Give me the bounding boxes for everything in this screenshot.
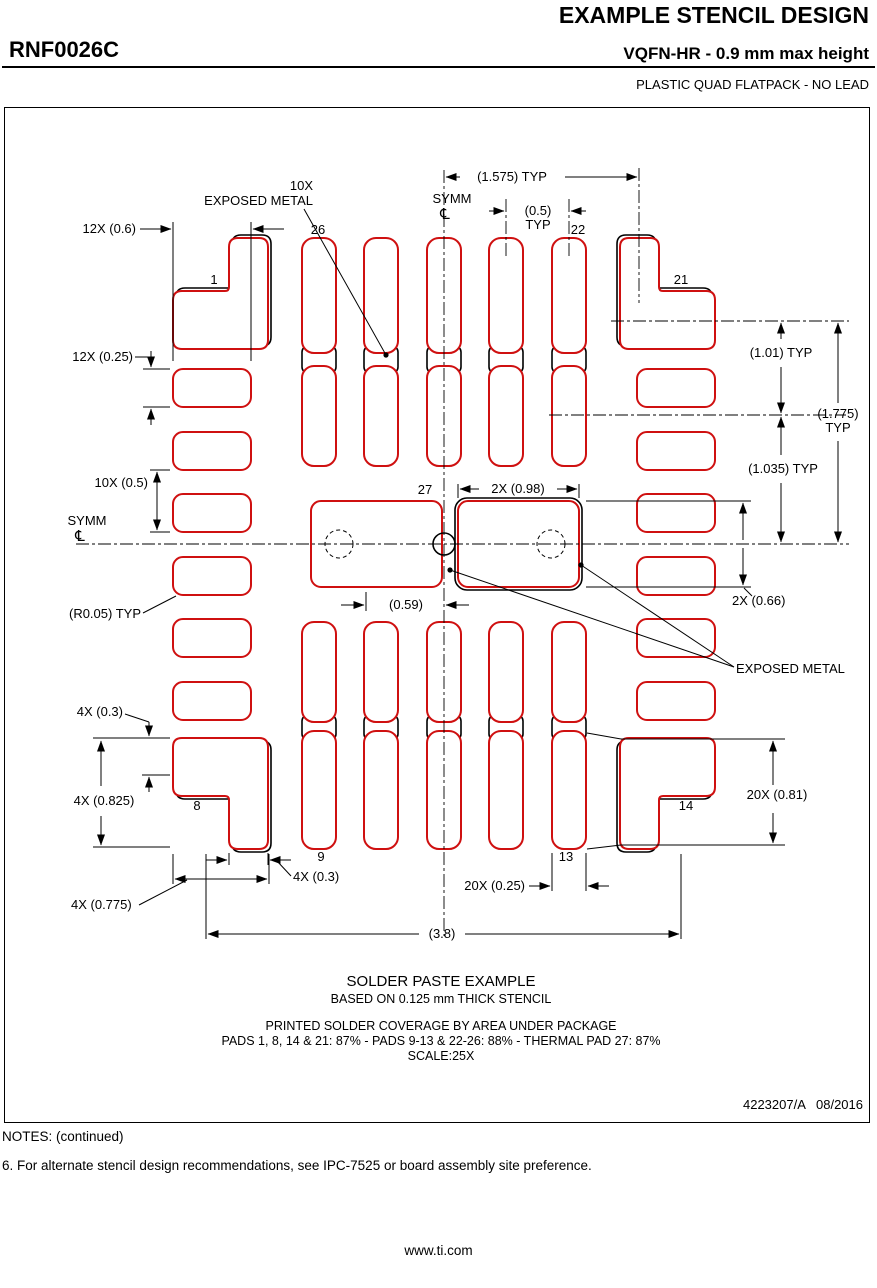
dim-05-label: (0.5) — [525, 203, 552, 218]
pad-26-number: 26 — [311, 222, 325, 237]
caption-line1: BASED ON 0.125 mm THICK STENCIL — [331, 992, 552, 1006]
dim-10x-05-label: 10X (0.5) — [95, 475, 148, 490]
pad-8-corner — [172, 737, 269, 850]
dim-1035-label: (1.035) TYP — [748, 461, 818, 476]
caption-title: SOLDER PASTE EXAMPLE — [347, 973, 536, 990]
exposed-metal-10x-count: 10X — [290, 178, 313, 193]
caption-line3: PADS 1, 8, 14 & 21: 87% - PADS 9-13 & 22… — [221, 1034, 660, 1048]
centerlines — [76, 168, 849, 936]
page-title: EXAMPLE STENCIL DESIGN — [558, 2, 869, 28]
dimensions — [93, 173, 842, 939]
side-pads-right — [636, 368, 716, 721]
ti-website-link[interactable]: www.ti.com — [404, 1243, 473, 1258]
symm-left-label: SYMM — [68, 513, 107, 528]
dim-12x-06-label: 12X (0.6) — [83, 221, 136, 236]
pad-13-number: 13 — [559, 849, 573, 864]
pad-1-number: 1 — [210, 272, 217, 287]
package-subtitle: VQFN-HR - 0.9 mm max height — [623, 44, 869, 63]
dim-059-label: (0.59) — [389, 597, 423, 612]
pad-22-number: 22 — [571, 222, 585, 237]
note-6: 6. For alternate stencil design recommen… — [2, 1158, 592, 1173]
bottom-pads — [301, 621, 587, 850]
dim-4x-0775-label: 4X (0.775) — [71, 897, 132, 912]
dim-4x-0825-label: 4X (0.825) — [74, 793, 135, 808]
dim-r005-label: (R0.05) TYP — [69, 606, 141, 621]
center-circle — [432, 532, 456, 556]
pad-14-number: 14 — [679, 798, 693, 813]
caption-line4: SCALE:25X — [408, 1049, 475, 1063]
pad-21-number: 21 — [674, 272, 688, 287]
centerline-symbol-top: ℄ — [439, 206, 450, 223]
package-type: PLASTIC QUAD FLATPACK - NO LEAD — [636, 77, 869, 92]
dim-1575-label: (1.575) TYP — [477, 169, 547, 184]
doc-number: 4223207/A 08/2016 — [743, 1097, 863, 1112]
pad-8-number: 8 — [193, 798, 200, 813]
drawing-frame: (1.575) TYP (0.5) TYP SYMM ℄ 10X EXPOSED… — [4, 107, 870, 1123]
part-number: RNF0026C — [9, 37, 120, 62]
dim-20x-025-label: 20X (0.25) — [464, 878, 525, 893]
dim-1775-typ-label: TYP — [825, 420, 850, 435]
dim-4x-03-bottom-label: 4X (0.3) — [293, 869, 339, 884]
pad-21-corner — [619, 237, 716, 350]
via-circle-right — [536, 529, 566, 559]
centerline-symbol-left: ℄ — [74, 528, 85, 545]
header-rule — [2, 66, 875, 68]
notes-title: NOTES: (continued) — [2, 1129, 124, 1144]
dim-101-label: (1.01) TYP — [750, 345, 813, 360]
dim-2x-098-label: 2X (0.98) — [491, 481, 544, 496]
dim-38-label: (3.8) — [429, 926, 456, 941]
side-pads-left — [172, 368, 252, 721]
via-circle-left — [324, 529, 354, 559]
dim-20x-081-label: 20X (0.81) — [747, 787, 808, 802]
stencil-drawing: (1.575) TYP (0.5) TYP SYMM ℄ 10X EXPOSED… — [68, 168, 863, 1112]
exposed-metal-top-label: EXPOSED METAL — [204, 193, 313, 208]
pad-9-number: 9 — [317, 849, 324, 864]
caption-block: SOLDER PASTE EXAMPLE BASED ON 0.125 mm T… — [221, 973, 863, 1112]
pad-1-corner — [172, 237, 269, 350]
dim-2x-066-label: 2X (0.66) — [732, 593, 785, 608]
exposed-metal-right-label: EXPOSED METAL — [736, 661, 845, 676]
stencil-pads — [172, 237, 716, 850]
dim-4x-03-left-label: 4X (0.3) — [77, 704, 123, 719]
dim-05-typ-label: TYP — [525, 217, 550, 232]
drawing-labels: (1.575) TYP (0.5) TYP SYMM ℄ 10X EXPOSED… — [68, 169, 859, 941]
pad-14-corner — [619, 737, 716, 850]
pad-27-number: 27 — [418, 482, 432, 497]
dim-1775-label: (1.775) — [817, 406, 858, 421]
dim-12x-025-label: 12X (0.25) — [72, 349, 133, 364]
thermal-pad-circles — [324, 529, 566, 559]
caption-line2: PRINTED SOLDER COVERAGE BY AREA UNDER PA… — [265, 1019, 616, 1033]
symm-top-label: SYMM — [433, 191, 472, 206]
